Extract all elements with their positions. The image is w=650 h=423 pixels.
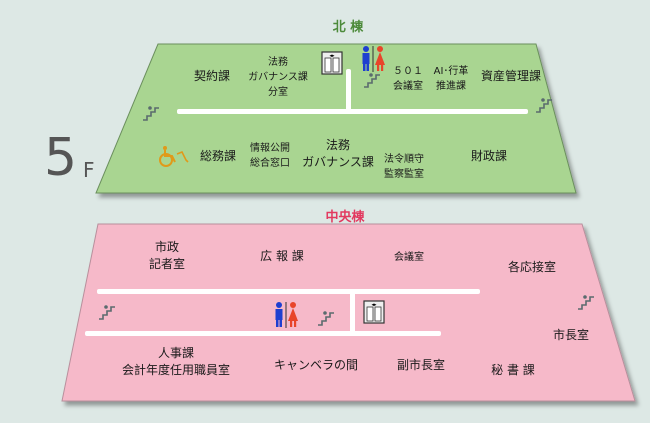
room-ai-gyokaku: AI･行革 推進課 bbox=[433, 66, 469, 92]
room-hisho: 秘 書 課 bbox=[491, 363, 535, 377]
stairs-icon bbox=[536, 98, 552, 113]
restroom-icon bbox=[362, 46, 385, 72]
room-jinji: 人事課 会計年度任用職員室 bbox=[121, 346, 231, 377]
room-shisan-kanri: 資産管理課 bbox=[480, 69, 542, 83]
room-kaigishitsu-501: ５０１ 会議室 bbox=[393, 66, 423, 92]
room-fukushichou: 副市長室 bbox=[396, 358, 446, 372]
room-keiyaku: 契約課 bbox=[193, 69, 231, 83]
room-houmu: 法務 ガバナンス課 bbox=[302, 138, 374, 169]
stairs-icon bbox=[364, 73, 380, 88]
room-shichou: 市長室 bbox=[552, 328, 590, 342]
north-corridor-vertical bbox=[346, 69, 351, 113]
room-shisei-kisha: 市政 記者室 bbox=[148, 240, 186, 271]
center-corridor-bottom bbox=[85, 331, 441, 336]
center-corridor-top bbox=[97, 289, 480, 294]
stairs-icon bbox=[578, 295, 594, 310]
floor-number: 5 bbox=[44, 128, 77, 188]
svg-text:◂▸: ◂▸ bbox=[371, 302, 377, 308]
north-building-block bbox=[95, 43, 577, 194]
center-building-block bbox=[61, 223, 636, 402]
room-kouhou: 広 報 課 bbox=[260, 249, 304, 263]
elevator-icon: ◂▸ bbox=[363, 300, 385, 324]
room-kakuousetsu: 各応接室 bbox=[507, 260, 557, 274]
center-building-title: 中央棟 bbox=[325, 210, 365, 225]
room-jouhou-koukai: 情報公開 総合窓口 bbox=[250, 143, 290, 169]
room-zaisei: 財政課 bbox=[470, 149, 508, 163]
stairs-icon bbox=[318, 311, 334, 326]
restroom-icon bbox=[275, 302, 298, 328]
north-corridor-horizontal bbox=[177, 109, 528, 114]
elevator-icon: ◂▸ bbox=[321, 51, 343, 75]
stairs-icon bbox=[99, 305, 115, 320]
floor-suffix: F bbox=[83, 158, 95, 182]
svg-text:◂▸: ◂▸ bbox=[329, 53, 335, 59]
stairs-icon bbox=[143, 106, 159, 121]
room-canberra: キャンベラの間 bbox=[273, 358, 359, 372]
room-houmu-bunshitsu: 法務 ガバナンス課 分室 bbox=[248, 57, 308, 98]
room-soumu: 総務課 bbox=[199, 149, 237, 163]
room-kaigishitsu: 会議室 bbox=[394, 252, 424, 263]
room-hourei-junshu: 法令順守 監察監室 bbox=[384, 154, 424, 180]
wheelchair-icon bbox=[159, 146, 189, 167]
north-building-title: 北 棟 bbox=[332, 20, 364, 35]
center-corridor-vertical bbox=[350, 290, 355, 336]
